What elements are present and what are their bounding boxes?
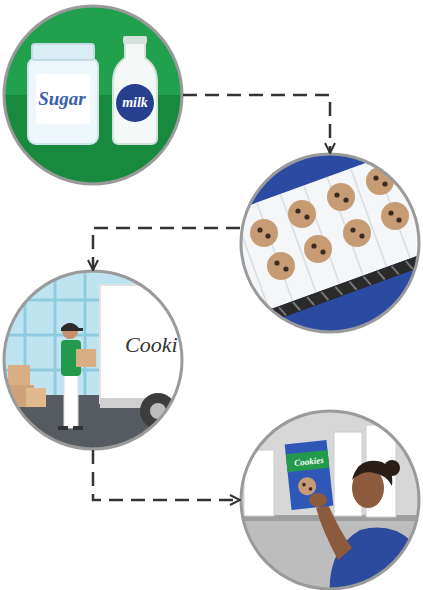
cookie-box [285, 440, 334, 510]
shopper-hand [309, 493, 327, 507]
shoe [73, 426, 83, 430]
shopping-scene [235, 405, 423, 590]
sugar-jar [28, 58, 98, 144]
stage-circle: Sugar milk [3, 5, 183, 185]
circle-outline [240, 410, 420, 590]
cookie [267, 252, 295, 280]
circle-border [4, 6, 182, 184]
milk-bottle [113, 40, 157, 144]
product-box [244, 450, 274, 516]
hair-bun [384, 460, 400, 476]
delivery-person [58, 323, 96, 430]
trousers [64, 372, 78, 428]
parcel [26, 388, 46, 407]
shopper [316, 460, 423, 590]
cap [61, 323, 83, 331]
jar-label [36, 74, 90, 124]
stage-circle [240, 153, 420, 333]
milk-label [116, 84, 154, 122]
circle-outline [3, 5, 183, 185]
cookie [250, 219, 278, 247]
jar-label-text: Sugar [38, 89, 86, 108]
background [235, 405, 423, 590]
circle-border [4, 271, 182, 449]
stage-circle: Cooki [3, 270, 183, 450]
chocolate-chips [257, 175, 401, 271]
conveyor-scene [167, 132, 423, 401]
stage-circle: Cookies [240, 410, 420, 590]
cookie [343, 219, 371, 247]
cookie [304, 235, 332, 263]
bottle-cap [123, 36, 147, 44]
chip [308, 487, 312, 491]
flow-arrow [93, 450, 240, 500]
shoe [58, 426, 68, 430]
flow-arrow [183, 95, 330, 153]
cookie [327, 183, 355, 211]
cookie [366, 167, 394, 195]
cookie [381, 202, 409, 230]
shopper-arm [316, 504, 352, 560]
parcel [8, 365, 30, 385]
circle-border [241, 154, 419, 332]
circle-outline [240, 153, 420, 333]
jar-lid [32, 44, 94, 60]
box-cookie [297, 476, 317, 496]
ingredients-scene [0, 0, 190, 195]
box-band [286, 450, 330, 472]
cookies [250, 167, 409, 280]
circle-outline [3, 270, 183, 450]
truck-wheel [140, 393, 176, 429]
cookie [288, 200, 316, 228]
conveyor-belt [167, 132, 423, 401]
flow-arrow [93, 228, 240, 270]
truck-lettering: Cooki [125, 334, 178, 356]
box-lettering: Cookies [294, 456, 324, 468]
box-body [285, 440, 334, 510]
bottle-label-text: milk [122, 96, 148, 110]
chip [302, 483, 306, 487]
delivery-scene [0, 265, 195, 455]
circle-border [241, 411, 419, 589]
belt-base [208, 242, 423, 401]
carried-box [76, 349, 96, 367]
